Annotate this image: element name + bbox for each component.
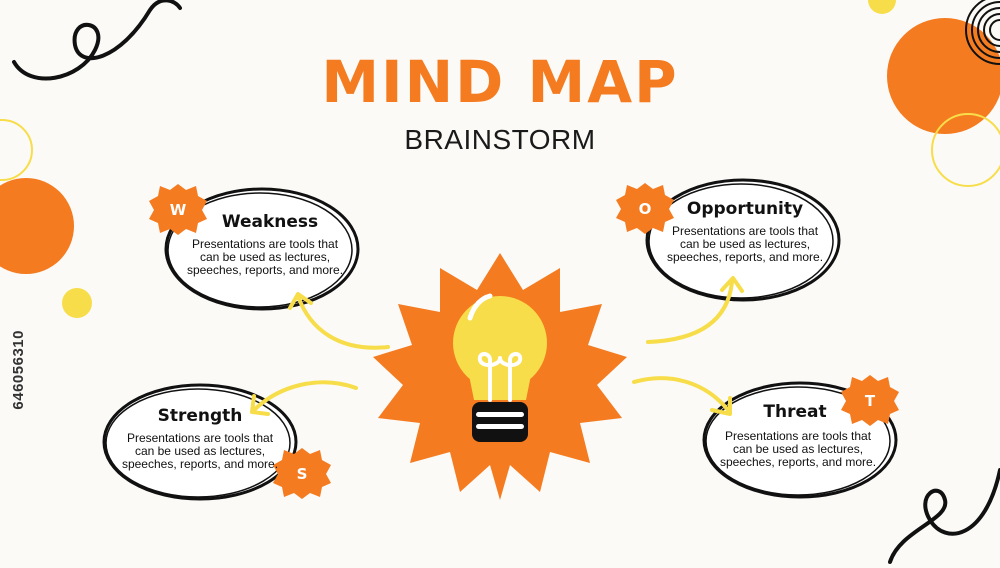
- watermark-id: 646056310: [10, 330, 27, 410]
- deco-dot-left: [62, 288, 92, 318]
- deco-ring-left: [0, 119, 33, 181]
- opportunity-text-line: can be used as lectures,: [679, 237, 811, 251]
- strength-text-line: can be used as lectures,: [134, 444, 266, 458]
- threat-text-line: speeches, reports, and more.: [719, 455, 877, 469]
- threat-title: Threat: [763, 402, 827, 422]
- threat-text-line: can be used as lectures,: [732, 442, 864, 456]
- weakness-text-line: Presentations are tools that: [191, 237, 339, 251]
- weakness-outline: [164, 187, 360, 311]
- page-title: MIND MAP: [321, 48, 679, 116]
- weakness-text-line: speeches, reports, and more.: [186, 263, 344, 277]
- strength-outline: [102, 383, 298, 501]
- opportunity-outline: [645, 178, 841, 302]
- badge-strength: [273, 448, 331, 499]
- deco-dot-top: [868, 0, 896, 14]
- squiggle-top-left: [12, 0, 182, 81]
- strength-title: Strength: [157, 406, 243, 426]
- strength-text: Presentations are tools that can be used…: [110, 432, 290, 471]
- badge-opportunity: [616, 183, 674, 234]
- strength-text-line: Presentations are tools that: [126, 431, 274, 445]
- weakness-text-line: can be used as lectures,: [199, 250, 331, 264]
- deco-ring-right: [931, 113, 1000, 187]
- weakness-title: Weakness: [221, 212, 319, 232]
- scribble-top-right: [965, 0, 1000, 65]
- badge-opportunity-letter: O: [638, 200, 652, 218]
- deco-circle-right: [887, 18, 1000, 134]
- opportunity-title: Opportunity: [686, 199, 804, 219]
- badge-threat: [841, 375, 899, 426]
- arrow-to-strength: [250, 380, 358, 416]
- badge-strength-letter: S: [296, 465, 308, 483]
- squiggle-bottom-right: [888, 468, 1000, 564]
- weakness-text: Presentations are tools that can be used…: [175, 238, 355, 277]
- weakness-outline-2: [167, 192, 353, 308]
- badge-threat-letter: T: [864, 392, 876, 410]
- badge-weakness-letter: W: [169, 201, 187, 219]
- arrow-to-weakness: [288, 292, 390, 350]
- threat-text: Presentations are tools that can be used…: [708, 430, 888, 469]
- threat-text-line: Presentations are tools that: [724, 429, 872, 443]
- opportunity-text-line: speeches, reports, and more.: [666, 250, 824, 264]
- arrow-to-threat: [632, 376, 732, 416]
- page-subtitle: BRAINSTORM: [404, 124, 596, 155]
- opportunity-text: Presentations are tools that can be used…: [655, 225, 835, 264]
- opportunity-text-line: Presentations are tools that: [671, 224, 819, 238]
- threat-outline-2: [705, 386, 891, 496]
- opportunity-outline-2: [648, 183, 834, 299]
- arrow-to-opportunity: [646, 276, 744, 344]
- deco-circle-left: [0, 178, 74, 274]
- strength-outline-2: [105, 388, 291, 498]
- arrows: [250, 276, 744, 416]
- lightbulb-icon: [453, 293, 547, 442]
- strength-text-line: speeches, reports, and more.: [121, 457, 279, 471]
- badge-weakness: [149, 184, 207, 235]
